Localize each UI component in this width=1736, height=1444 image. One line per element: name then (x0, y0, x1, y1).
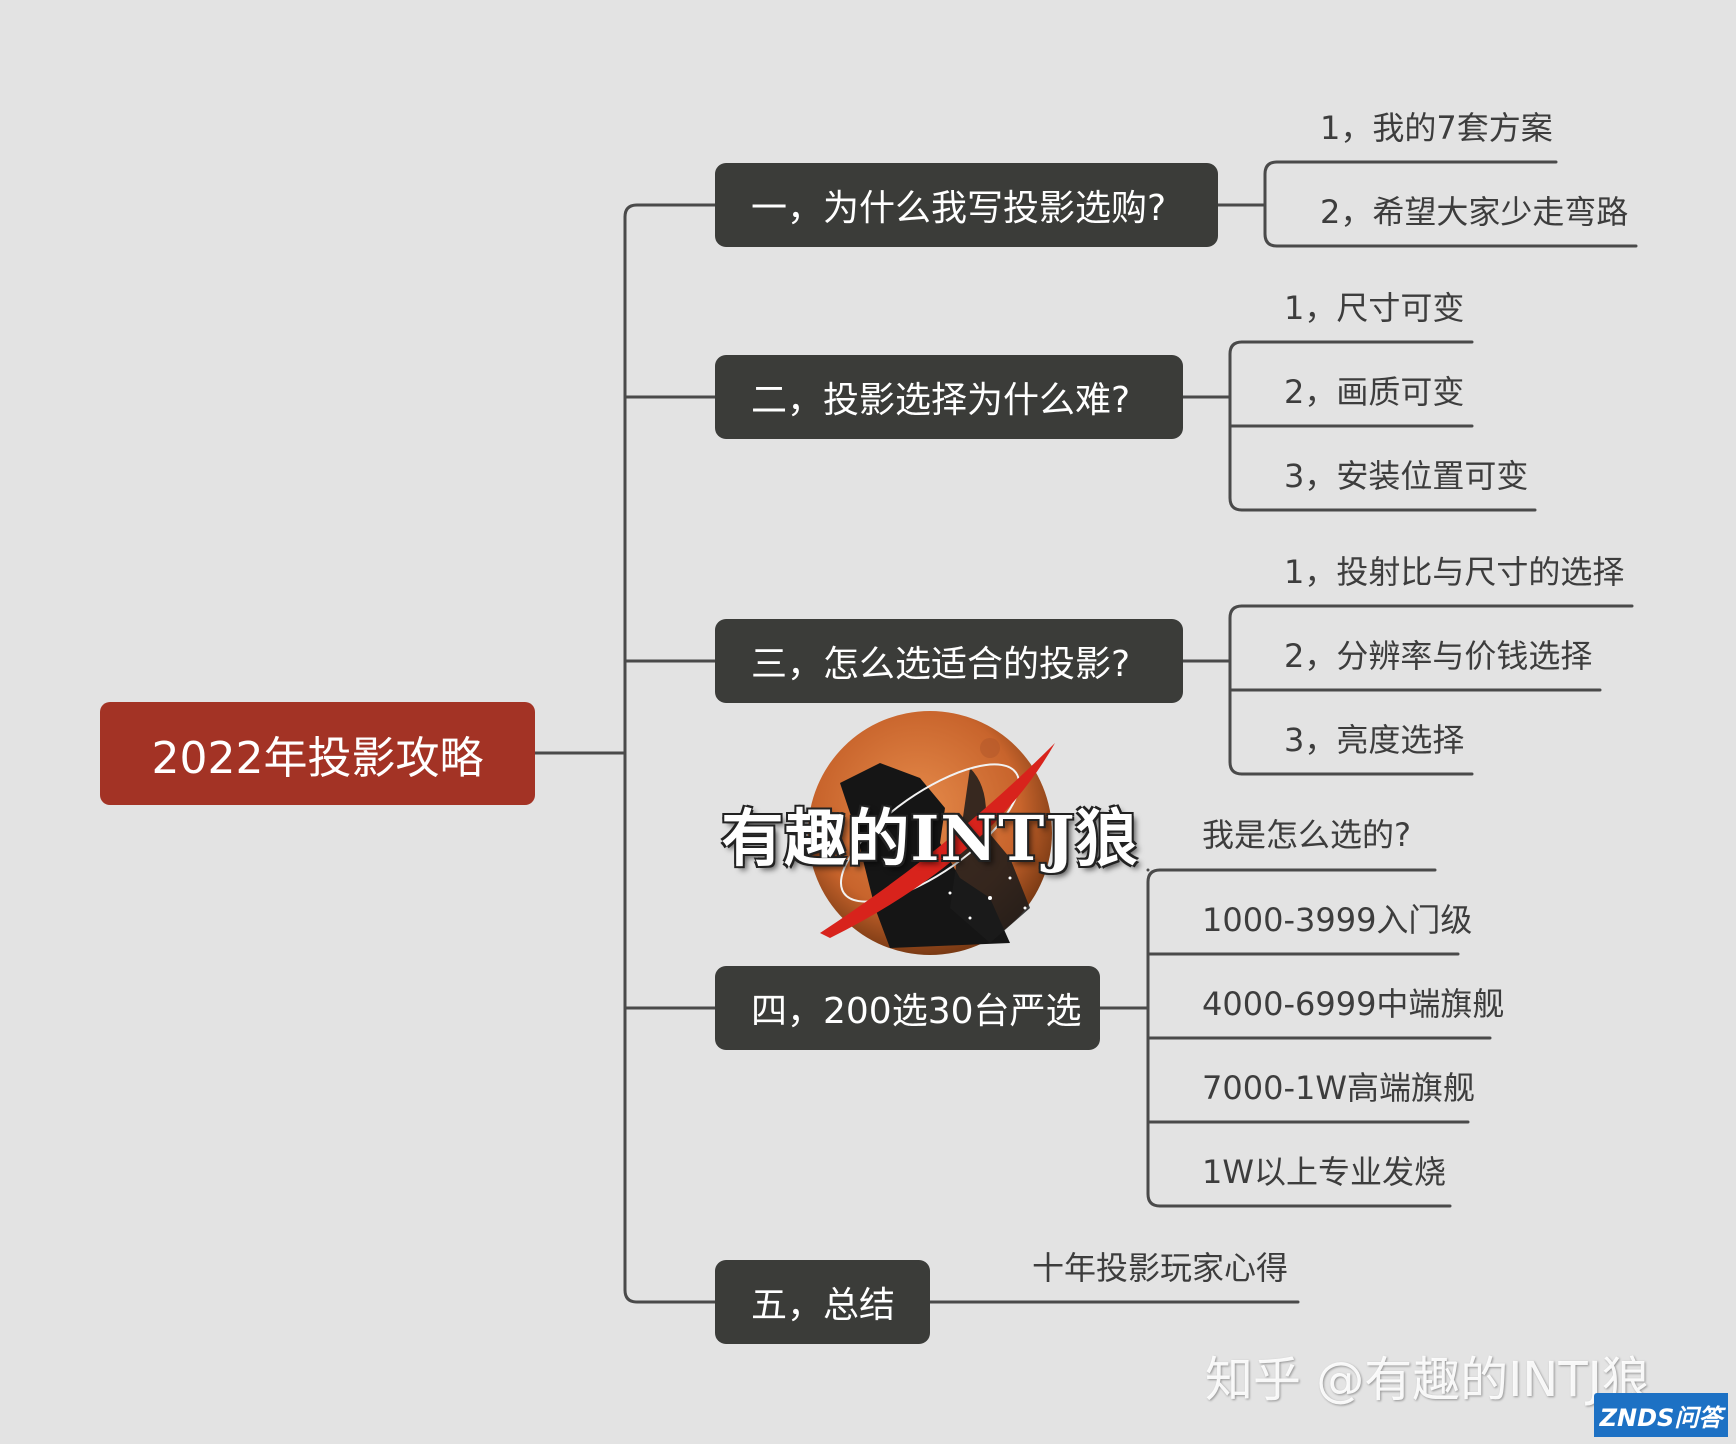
logo-text: 有趣的INTJ狼 (721, 802, 1139, 875)
leaf-1-2[interactable]: 2，希望大家少走弯路 (1320, 193, 1629, 231)
intj-wolf-logo: 有趣的INTJ狼 (690, 708, 1170, 958)
leaf-3-2[interactable]: 2，分辨率与价钱选择 (1284, 637, 1593, 675)
root-node[interactable]: 2022年投影攻略 (100, 702, 535, 805)
branch-label: 四，200选30台严选 (751, 991, 1082, 1032)
leaf-4-1[interactable]: 我是怎么选的? (1202, 816, 1411, 854)
leaf-1-1[interactable]: 1，我的7套方案 (1320, 109, 1553, 147)
leaf-4-2[interactable]: 1000-3999入门级 (1202, 901, 1473, 939)
znds-badge[interactable]: ZNDS问答 (1594, 1393, 1728, 1437)
zhihu-watermark: 知乎 @有趣的INTJ狼 (1205, 1352, 1650, 1408)
moon-wolf-icon (808, 711, 1055, 955)
connector-branch (623, 203, 717, 219)
branch-node-2[interactable]: 二，投影选择为什么难? (715, 355, 1183, 439)
branch-node-5[interactable]: 五，总结 (715, 1260, 930, 1344)
leaf-4-5[interactable]: 1W以上专业发烧 (1202, 1153, 1447, 1191)
leaf-3-3[interactable]: 3，亮度选择 (1284, 721, 1465, 759)
leaf-2-1[interactable]: 1，尺寸可变 (1284, 289, 1465, 327)
branch-node-4[interactable]: 四，200选30台严选 (715, 966, 1100, 1050)
leaf-5-1[interactable]: 十年投影玩家心得 (1032, 1249, 1289, 1287)
leaf-2-3[interactable]: 3，安装位置可变 (1284, 457, 1529, 495)
branch-label: 二，投影选择为什么难? (751, 380, 1131, 421)
root-label: 2022年投影攻略 (151, 732, 484, 784)
branch-node-3[interactable]: 三，怎么选适合的投影? (715, 619, 1183, 703)
branch-label: 一，为什么我写投影选购? (751, 188, 1167, 229)
leaf-4-4[interactable]: 7000-1W高端旗舰 (1202, 1069, 1475, 1107)
leaf-3-1[interactable]: 1，投射比与尺寸的选择 (1284, 553, 1625, 591)
branch-label: 五，总结 (751, 1285, 896, 1326)
red-slash-icon (820, 743, 1055, 938)
branch-node-1[interactable]: 一，为什么我写投影选购? (715, 163, 1218, 247)
connector-leaf-bracket (1263, 160, 1279, 248)
leaf-4-3[interactable]: 4000-6999中端旗舰 (1202, 985, 1505, 1023)
connector-branch (623, 1288, 717, 1304)
branch-label: 三，怎么选适合的投影? (751, 644, 1131, 685)
leaf-2-2[interactable]: 2，画质可变 (1284, 373, 1465, 411)
